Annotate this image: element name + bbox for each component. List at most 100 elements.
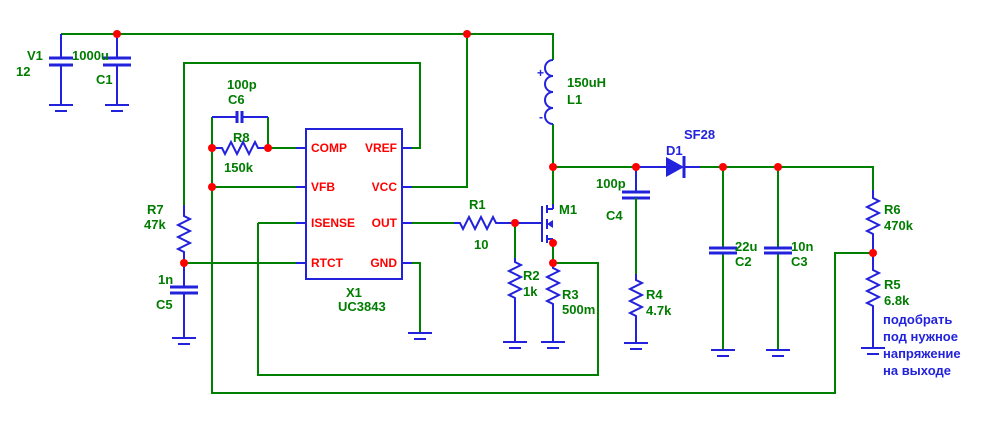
l1-minus-mark: - bbox=[539, 110, 543, 124]
r8-value: 150k bbox=[224, 160, 254, 175]
r4-designator: R4 bbox=[646, 287, 663, 302]
capacitor-c3[interactable]: 10n C3 bbox=[764, 239, 813, 269]
r3-value: 500m bbox=[562, 302, 595, 317]
c1-designator: C1 bbox=[96, 72, 113, 87]
annotation-note: подобрать под нужное напряжение на выход… bbox=[883, 312, 961, 378]
r5-designator: R5 bbox=[884, 277, 901, 292]
d1-triangle bbox=[666, 157, 684, 177]
r1-value: 10 bbox=[474, 237, 488, 252]
voltage-source-v1[interactable]: V1 12 bbox=[16, 34, 73, 105]
resistor-r5[interactable]: R5 6.8k bbox=[864, 253, 910, 348]
ground-symbols bbox=[49, 104, 885, 357]
l1-plus-mark: + bbox=[537, 66, 544, 80]
l1-value: 150uH bbox=[567, 75, 606, 90]
r8-body bbox=[212, 139, 268, 157]
c1-plates bbox=[103, 56, 131, 67]
c6-plates bbox=[235, 111, 244, 123]
ic-pin-rtct: RTCT bbox=[311, 256, 344, 270]
junction-dot bbox=[549, 259, 557, 267]
resistor-r4[interactable]: R4 4.7k bbox=[627, 274, 672, 343]
junction-dot bbox=[208, 144, 216, 152]
r7-value: 47k bbox=[144, 217, 166, 232]
c3-plates bbox=[764, 246, 792, 255]
c3-value: 10n bbox=[791, 239, 813, 254]
v1-designator: V1 bbox=[27, 48, 43, 63]
c2-value: 22u bbox=[735, 239, 757, 254]
r2-designator: R2 bbox=[523, 268, 540, 283]
c2-plates bbox=[709, 246, 737, 255]
capacitor-c1[interactable]: 1000u C1 bbox=[72, 34, 131, 105]
circuit-wires bbox=[61, 33, 874, 394]
c1-value: 1000u bbox=[72, 48, 109, 63]
junction-dot bbox=[719, 163, 727, 171]
junction-dot bbox=[549, 239, 557, 247]
c3-designator: C3 bbox=[791, 254, 808, 269]
r4-body bbox=[627, 274, 645, 343]
v1-value: 12 bbox=[16, 64, 30, 79]
resistor-r6[interactable]: R6 470k bbox=[864, 190, 914, 253]
ic-pin-gnd: GND bbox=[370, 256, 397, 270]
c4-designator: C4 bbox=[606, 208, 623, 223]
r6-designator: R6 bbox=[884, 202, 901, 217]
ic-body[interactable] bbox=[305, 128, 403, 280]
r5-value: 6.8k bbox=[884, 293, 910, 308]
r3-body bbox=[544, 263, 562, 342]
resistor-r1[interactable]: R1 10 bbox=[454, 197, 542, 252]
r7-designator: R7 bbox=[147, 202, 164, 217]
junction-dot bbox=[774, 163, 782, 171]
c4-value: 100p bbox=[596, 176, 626, 191]
r8-designator: R8 bbox=[233, 130, 250, 145]
junction-dot bbox=[264, 144, 272, 152]
d1-part-number: SF28 bbox=[684, 127, 715, 142]
inductor-l1[interactable]: + - 150uH L1 bbox=[537, 59, 606, 125]
junction-dot bbox=[113, 30, 121, 38]
mosfet-m1[interactable]: M1 bbox=[541, 202, 577, 245]
ic-uc3843[interactable]: COMP VFB ISENSE RTCT VREF VCC OUT GND X1… bbox=[296, 128, 412, 314]
r6-value: 470k bbox=[884, 218, 914, 233]
junction-dot bbox=[511, 219, 519, 227]
junction-dot bbox=[208, 183, 216, 191]
ic-pin-vfb: VFB bbox=[311, 180, 335, 194]
capacitor-c6[interactable]: 100p C6 bbox=[212, 77, 268, 123]
v1-plates bbox=[49, 56, 73, 67]
ic-pin-comp: COMP bbox=[311, 141, 347, 155]
r7-body bbox=[175, 205, 193, 263]
junction-dot bbox=[869, 249, 877, 257]
ic-pin-stubs bbox=[296, 147, 412, 264]
r4-value: 4.7k bbox=[646, 303, 672, 318]
d1-designator: D1 bbox=[666, 143, 683, 158]
capacitor-c5[interactable]: 1n C5 bbox=[156, 263, 198, 338]
r3-designator: R3 bbox=[562, 287, 579, 302]
annotation-line-3: напряжение bbox=[883, 346, 961, 361]
c6-designator: C6 bbox=[228, 92, 245, 107]
c6-value: 100p bbox=[227, 77, 257, 92]
ic-designator: X1 bbox=[346, 285, 362, 300]
junction-dot bbox=[180, 259, 188, 267]
annotation-line-1: подобрать bbox=[883, 312, 952, 327]
r2-value: 1k bbox=[523, 284, 538, 299]
resistor-r3[interactable]: R3 500m bbox=[544, 263, 595, 342]
c4-plates bbox=[622, 190, 650, 200]
ic-pin-isense: ISENSE bbox=[311, 216, 355, 230]
diode-d1[interactable]: D1 SF28 bbox=[637, 127, 715, 178]
resistor-r2[interactable]: R2 1k bbox=[506, 258, 540, 342]
annotation-line-4: на выходе bbox=[883, 363, 951, 378]
ic-part-number: UC3843 bbox=[338, 299, 386, 314]
resistor-r7[interactable]: R7 47k bbox=[144, 202, 193, 263]
junction-dot bbox=[632, 163, 640, 171]
c5-value: 1n bbox=[158, 272, 173, 287]
junction-dot bbox=[463, 30, 471, 38]
junction-dots bbox=[113, 30, 877, 267]
resistor-r8[interactable]: R8 150k bbox=[212, 130, 268, 175]
capacitor-c2[interactable]: 22u C2 bbox=[709, 239, 757, 269]
c5-designator: C5 bbox=[156, 297, 173, 312]
m1-arrow bbox=[547, 220, 553, 228]
r2-body bbox=[506, 258, 524, 342]
ic-pin-out: OUT bbox=[372, 216, 398, 230]
c2-designator: C2 bbox=[735, 254, 752, 269]
r1-body bbox=[454, 214, 542, 232]
annotation-line-2: под нужное bbox=[883, 329, 958, 344]
capacitor-c4[interactable]: 100p C4 bbox=[596, 167, 650, 274]
